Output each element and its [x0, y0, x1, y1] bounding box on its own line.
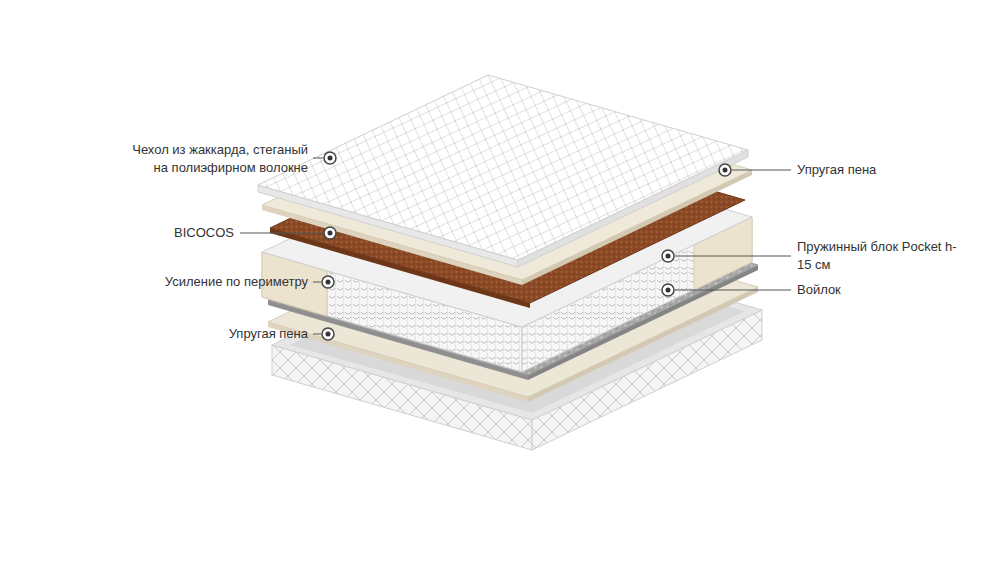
foam-label: Упругая пена [797, 161, 977, 179]
reinforcement-label: Усиление по периметру [108, 273, 308, 291]
foam-label: Упругая пена [148, 325, 308, 343]
coconut-label: BICOCOS [114, 224, 234, 242]
cover-label: Чехол из жаккарда, стеганый на полиэфирн… [132, 141, 308, 177]
felt-label: Войлок [797, 281, 947, 299]
spring-block-label: Пружинный блок Pocket h-15 см [797, 238, 965, 274]
